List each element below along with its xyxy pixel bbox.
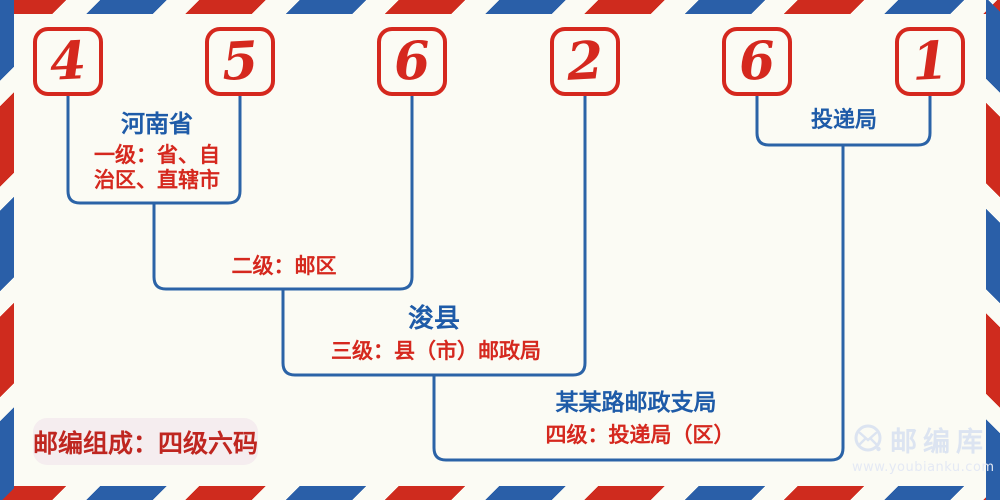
- digit-box-3: 6: [377, 27, 447, 96]
- bracket-level4: [432, 145, 845, 462]
- airmail-border-bottom: [0, 486, 1000, 500]
- digit-box-6: 1: [895, 27, 965, 96]
- digit-box-5: 6: [722, 27, 792, 96]
- bracket-delivery-office: [755, 96, 932, 147]
- airmail-border-top: [0, 0, 1000, 14]
- digit-1: 4: [48, 29, 88, 93]
- level2-description: 二级：邮区: [231, 254, 337, 278]
- digit-2: 5: [220, 29, 260, 93]
- level3-description: 三级：县（市）邮政局: [331, 339, 541, 363]
- airmail-border-left: [0, 0, 14, 500]
- delivery-office-label: 投递局: [810, 108, 878, 133]
- level1-description-line1: 一级：省、自: [94, 143, 220, 167]
- level3-region-name: 浚县: [407, 304, 461, 334]
- digit-box-4: 2: [550, 27, 620, 96]
- digit-5: 6: [737, 29, 777, 93]
- watermark-url: www.youbianku.com: [852, 460, 995, 475]
- watermark: 邮编库 www.youbianku.com: [852, 420, 997, 475]
- envelope-icon: [852, 424, 886, 456]
- digit-6: 1: [910, 29, 950, 93]
- airmail-border-right: [986, 0, 1000, 500]
- digit-3: 6: [392, 29, 432, 93]
- level1-description-line2: 治区、直辖市: [94, 167, 220, 192]
- digit-box-1: 4: [33, 27, 103, 96]
- level4-region-name: 某某路邮政支局: [555, 390, 717, 416]
- digit-4: 2: [565, 29, 605, 93]
- watermark-brand: 邮编库: [890, 427, 989, 458]
- composition-badge: 邮编组成：四级六码: [33, 418, 258, 465]
- level1-region-name: 河南省: [121, 110, 193, 138]
- level4-description: 四级：投递局（区）: [545, 423, 735, 447]
- level1-description: 一级：省、自 治区、直辖市: [94, 143, 220, 193]
- digit-box-2: 5: [205, 27, 275, 96]
- composition-badge-text: 邮编组成：四级六码: [33, 428, 259, 458]
